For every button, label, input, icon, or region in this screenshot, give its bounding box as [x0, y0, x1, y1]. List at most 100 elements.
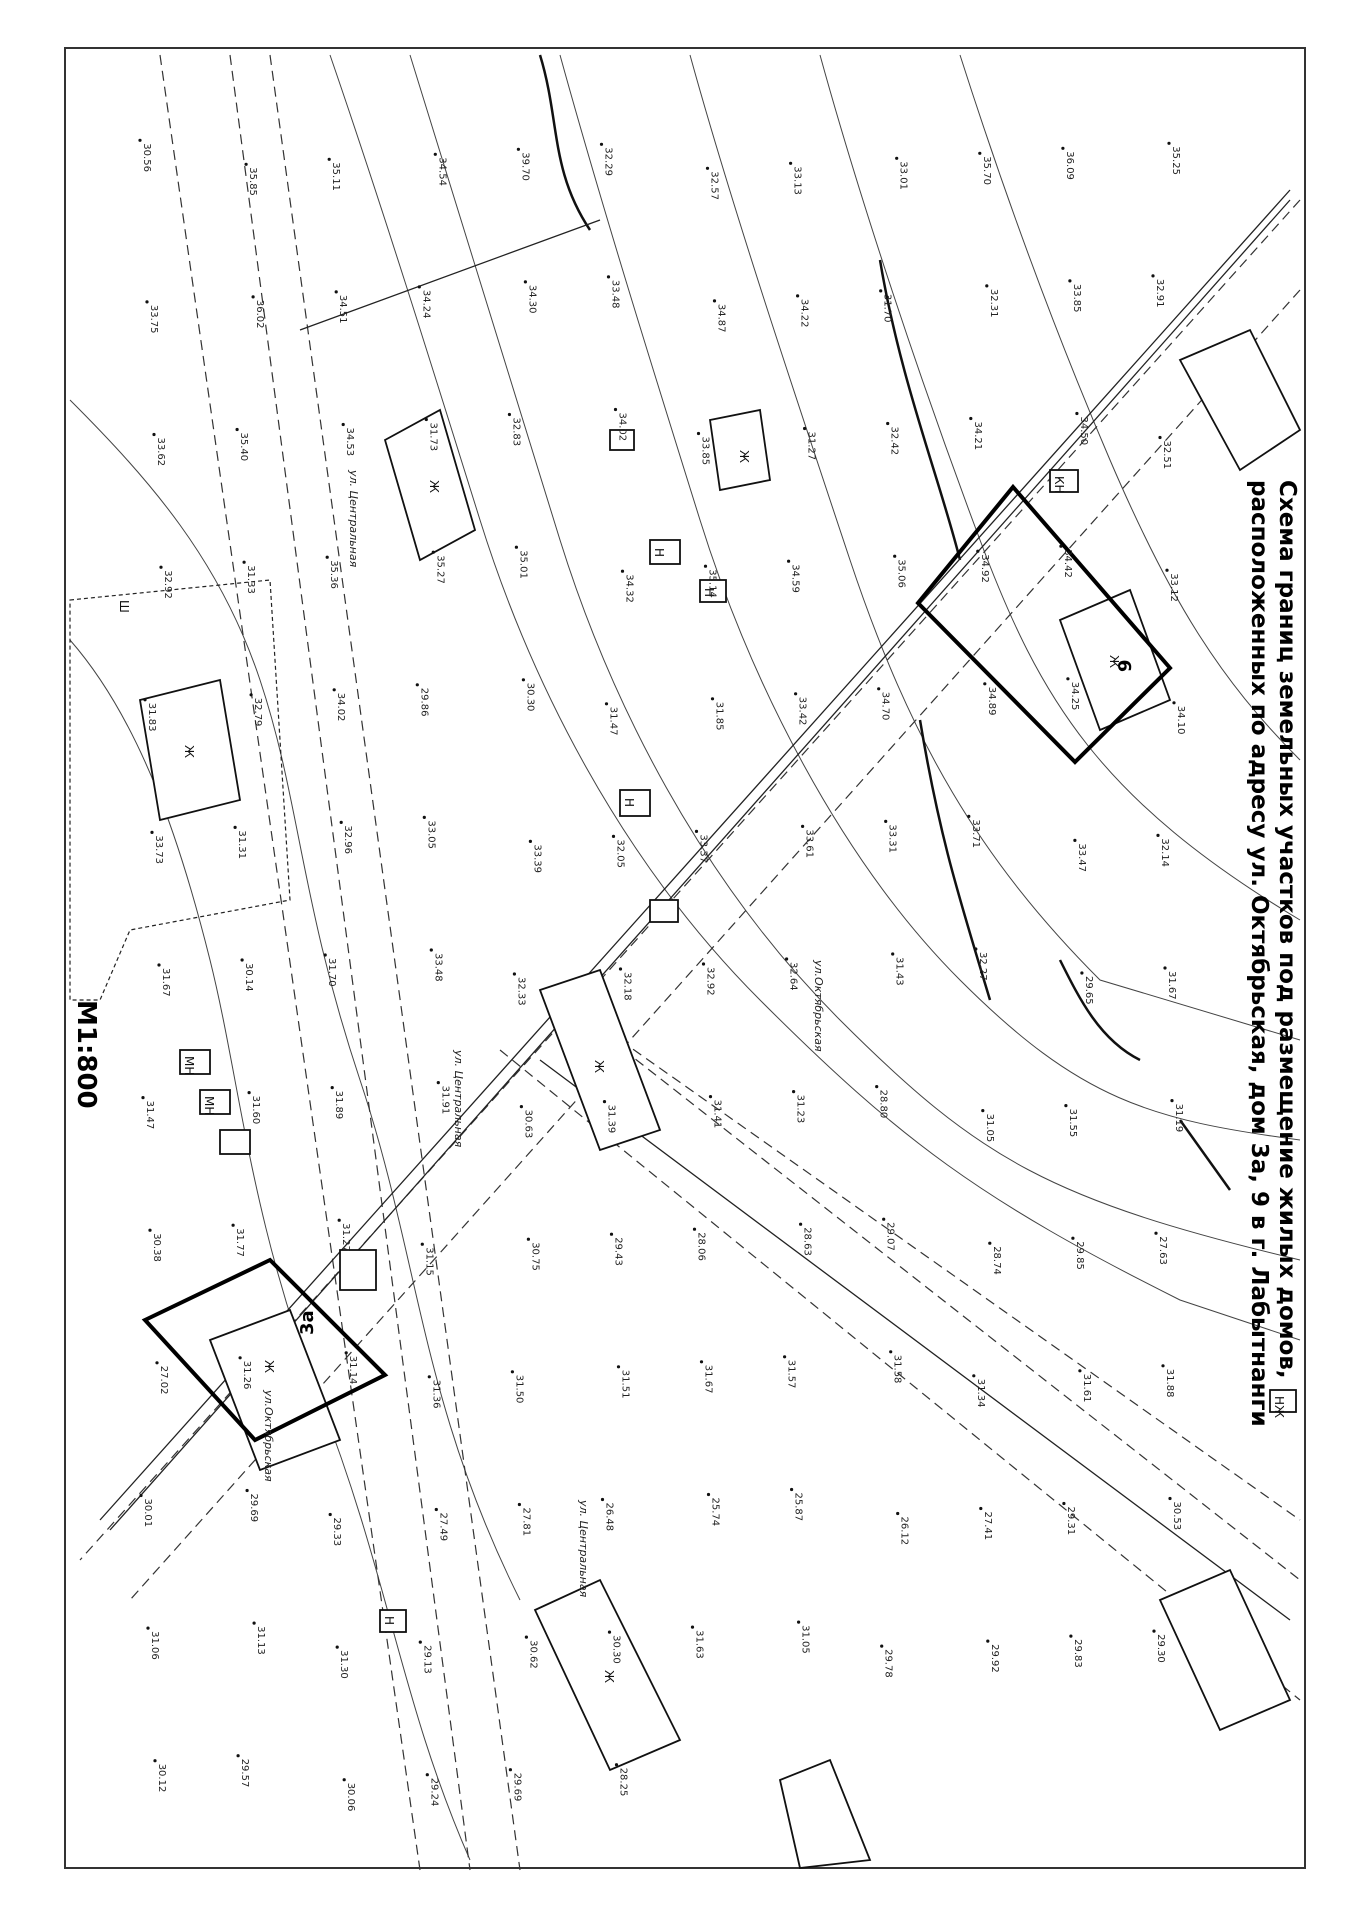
elevation-point: [330, 1086, 334, 1090]
elevation-point: [979, 1506, 983, 1511]
elevation-point: [251, 295, 255, 299]
elevation-label: 34.51: [337, 295, 348, 324]
elevation-point: [242, 560, 246, 564]
elevation-point: [252, 1621, 256, 1625]
building-label: КН: [1052, 476, 1066, 494]
elevation-label: 31.91: [439, 1086, 450, 1115]
outbuilding: [699, 579, 727, 603]
elevation-label: 32.57: [709, 171, 720, 200]
elevation-label: 36.09: [1064, 151, 1075, 180]
elevation-point: [1170, 1099, 1174, 1103]
elevation-label: 33.31: [887, 824, 898, 853]
elevation-point: [517, 1502, 522, 1507]
parcel-label-9: 9: [1115, 659, 1136, 672]
elevation-label: 31.83: [146, 703, 157, 732]
elevation-label: 33.73: [153, 835, 164, 864]
elevation-point: [516, 147, 521, 151]
street-label: ул. Центральная: [577, 1499, 590, 1598]
elevation-label: 31.23: [795, 1095, 806, 1124]
utility-lines: [99, 189, 1291, 1621]
elevation-point: [512, 972, 517, 976]
building-label: Н: [702, 588, 716, 597]
elevation-point: [799, 1222, 803, 1226]
contour-line: [959, 54, 1301, 761]
elevation-label: 30.63: [522, 1110, 533, 1139]
elevation-label: 30.75: [529, 1242, 540, 1271]
elevation-label: 31.14: [347, 1356, 358, 1385]
elevation-label: 29.92: [989, 1644, 1000, 1673]
elevation-label: 31.55: [1067, 1109, 1078, 1138]
elevation-label: 32.18: [622, 972, 633, 1001]
outbuilding: [339, 1249, 377, 1291]
elevation-label: 33.75: [148, 305, 159, 334]
elevation-point: [609, 1232, 614, 1236]
elevation-point: [1167, 141, 1171, 145]
elevation-label: 31.05: [800, 1625, 811, 1654]
parcel-boundaries: [141, 483, 1173, 1443]
street-label: ул. Центральная: [347, 469, 360, 568]
elevation-label: 31.43: [894, 957, 905, 986]
elevation-point: [524, 1635, 529, 1639]
elevation-label: 29.85: [1074, 1241, 1085, 1270]
elevation-label: 35.11: [330, 162, 341, 191]
elevation-point: [508, 1768, 512, 1772]
street-label: ул.Октябрьская: [812, 959, 825, 1052]
elevation-point: [1062, 1501, 1066, 1506]
elevation-point: [341, 422, 345, 427]
outbuilding: [219, 1129, 251, 1155]
elevation-label: 32.05: [615, 839, 626, 868]
elevation-label: 30.38: [151, 1233, 162, 1262]
elevation-label: 34.22: [799, 299, 810, 328]
elevation-point: [618, 967, 623, 971]
outbuilding: [1269, 1389, 1297, 1413]
elevation-label: 32.64: [788, 962, 799, 991]
elevation-label: 31.41: [712, 1100, 723, 1129]
contour-line: [559, 54, 1301, 1141]
elevation-label: 31.13: [255, 1626, 266, 1655]
elevation-point: [880, 1644, 884, 1648]
elevation-label: 30.01: [142, 1499, 153, 1528]
building-label: Ж: [737, 450, 751, 463]
elevation-point: [1172, 701, 1176, 705]
elevation-point: [1069, 1634, 1073, 1638]
elevation-point: [418, 1640, 422, 1644]
elevation-label: 31.85: [714, 702, 725, 731]
building: [383, 408, 477, 562]
elevation-point: [701, 962, 706, 966]
building-label: МН: [202, 1096, 216, 1115]
elevation-point: [143, 698, 147, 702]
elevation-label: 32.96: [342, 825, 353, 854]
elevation-point: [159, 565, 163, 569]
building-label: Ж: [262, 1360, 276, 1373]
outbuilding: [609, 429, 635, 451]
elevation-label: 30.53: [1171, 1502, 1182, 1531]
elevation-label: 33.13: [792, 166, 803, 195]
elevation-point: [1061, 146, 1065, 150]
building: [538, 968, 662, 1152]
contour-line-bold: [1058, 959, 1141, 1062]
elevation-label: 29.78: [883, 1649, 894, 1678]
elevation-label: 34.02: [335, 693, 346, 722]
elevation-point: [785, 957, 789, 961]
elevation-label: 33.48: [432, 953, 443, 982]
elevation-point: [696, 431, 701, 436]
outbuilding: [1049, 469, 1079, 493]
elevation-point: [602, 1100, 607, 1104]
elevation-label: 34.92: [979, 554, 990, 583]
elevation-label: 32.31: [988, 289, 999, 318]
elevation-point: [1152, 1629, 1156, 1633]
elevation-label: 31.57: [786, 1360, 797, 1389]
elevation-label: 34.87: [716, 304, 727, 333]
elevation-point: [519, 1105, 524, 1109]
roads: [79, 54, 1301, 1871]
elevation-point: [150, 830, 154, 835]
elevation-point: [972, 1374, 976, 1378]
elevation-label: 28.63: [802, 1227, 813, 1256]
elevation-point: [978, 151, 982, 155]
elevation-label: 29.07: [885, 1222, 896, 1251]
elevation-point: [328, 1512, 332, 1517]
elevation-label: 27.02: [158, 1366, 169, 1395]
elevation-label: 31.70: [882, 294, 893, 323]
utility-line: [109, 199, 1291, 1531]
elevation-label: 31.06: [149, 1631, 160, 1660]
